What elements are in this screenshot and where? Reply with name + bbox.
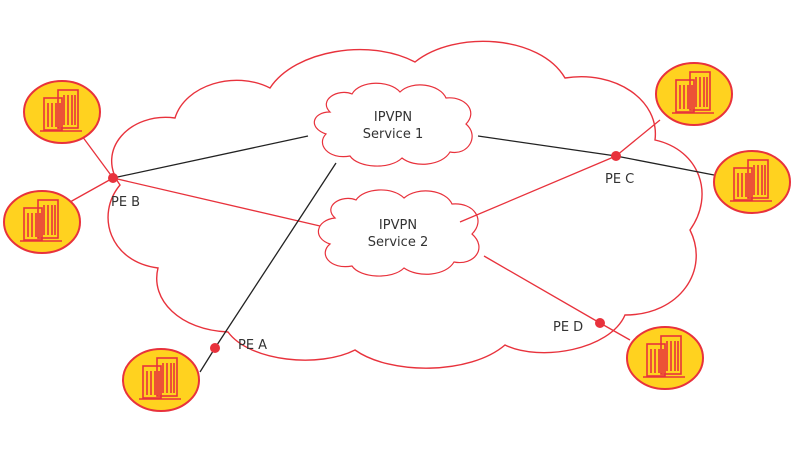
building-icon [23, 80, 101, 144]
pe-c-label: PE C [605, 172, 634, 187]
link-sitec2-pec [615, 155, 715, 176]
link-ped-service2 [483, 255, 601, 324]
service-1-label-line2: Service 1 [363, 127, 423, 142]
building-icon [713, 150, 791, 214]
link-sited-ped [599, 322, 631, 341]
link-pea-service1 [214, 162, 337, 349]
pe-d-label: PE D [553, 320, 583, 335]
pe-b-node [108, 173, 118, 183]
site-b1 [23, 80, 101, 144]
site-c2 [713, 150, 791, 214]
link-pec-service2 [459, 155, 617, 223]
site-c1 [655, 62, 733, 126]
building-icon [626, 326, 704, 390]
link-peb-service2 [112, 177, 321, 227]
building-icon [122, 348, 200, 412]
pe-b-label: PE B [111, 195, 140, 210]
pe-d-node [595, 318, 605, 328]
service-1-cloud [313, 82, 473, 167]
building-icon [655, 62, 733, 126]
link-siteb1-peb [81, 135, 114, 179]
site-d [626, 326, 704, 390]
link-sitec1-pec [615, 119, 661, 157]
site-a [122, 348, 200, 412]
pe-c-node [611, 151, 621, 161]
service-2-label-line2: Service 2 [368, 235, 428, 250]
link-peb-service1 [112, 135, 309, 179]
link-siteb2-peb [69, 177, 114, 203]
pe-a-node [210, 343, 220, 353]
site-b2 [3, 190, 81, 254]
service-2-label-line1: IPVPN [379, 218, 417, 233]
pe-a-label: PE A [238, 338, 267, 353]
building-icon [3, 190, 81, 254]
link-pec-service1 [477, 135, 617, 157]
service-1-label-line1: IPVPN [374, 110, 412, 125]
service-2-cloud [318, 189, 480, 277]
